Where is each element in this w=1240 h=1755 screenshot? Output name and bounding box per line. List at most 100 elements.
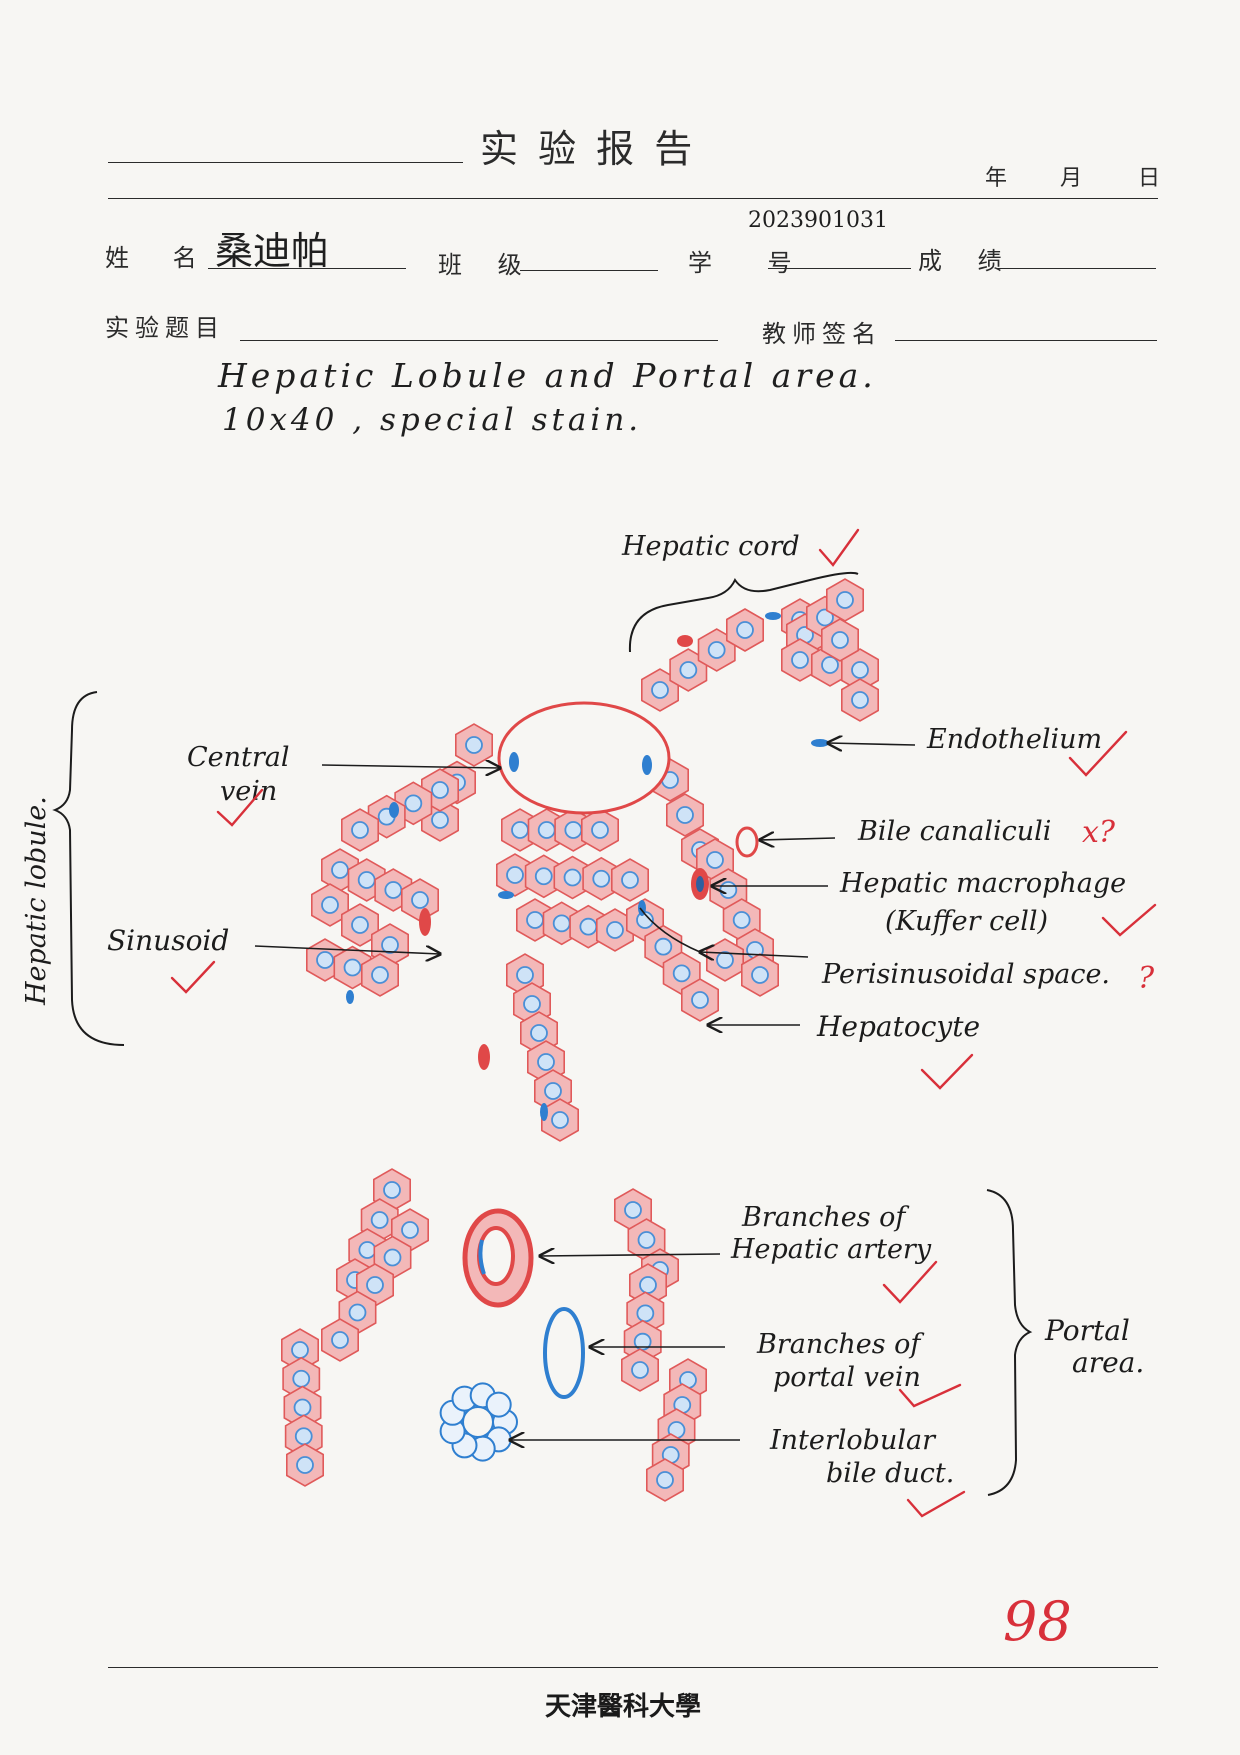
topic-label: 实验题目 bbox=[105, 314, 225, 342]
label-portal-area-2: area. bbox=[1072, 1346, 1144, 1379]
name-label: 姓 名 bbox=[105, 244, 215, 272]
hepatocyte-nucleus bbox=[537, 821, 556, 839]
perisinusoidal-pointer bbox=[639, 907, 701, 953]
kupffer-cell bbox=[419, 908, 431, 936]
label-central-vein-1: Central bbox=[187, 742, 290, 773]
hepatocyte-nucleus bbox=[383, 1181, 401, 1199]
endothelial-nucleus bbox=[389, 802, 399, 818]
hepatocyte-nucleus bbox=[716, 951, 734, 969]
hepatocyte-nucleus bbox=[736, 621, 754, 639]
hepatocyte-nucleus bbox=[691, 991, 709, 1009]
hepatocyte-nucleus bbox=[351, 916, 369, 934]
title-left-rule bbox=[108, 162, 463, 163]
hepatocyte-nucleus bbox=[732, 911, 751, 929]
label-macrophage-1: Hepatic macrophage bbox=[839, 868, 1126, 899]
hepatocyte-nucleus bbox=[294, 1427, 313, 1446]
hepatocyte-nucleus bbox=[357, 871, 376, 889]
check-mark bbox=[906, 1490, 966, 1518]
arrow-perisinusoidal bbox=[700, 952, 809, 957]
endothelial-nucleus bbox=[811, 739, 829, 747]
hepatocyte-nucleus bbox=[370, 1211, 389, 1229]
hepatocyte-nucleus bbox=[552, 914, 571, 933]
hepatic-lobule-brace bbox=[52, 691, 125, 1046]
hepatocyte-cells bbox=[280, 578, 880, 1502]
interlobular-bile-duct bbox=[439, 1382, 518, 1462]
date-day-label: 日 bbox=[1138, 166, 1161, 191]
topic-rule bbox=[240, 340, 718, 341]
label-hepatocyte: Hepatocyte bbox=[816, 1010, 980, 1043]
label-hepatic-artery-1: Branches of bbox=[741, 1202, 909, 1233]
check-mark bbox=[170, 960, 216, 994]
label-hepatic-artery-2: Hepatic artery bbox=[730, 1234, 932, 1265]
hepatocyte-nucleus bbox=[591, 821, 609, 839]
hepatocyte-nucleus bbox=[530, 1024, 548, 1042]
label-hepatic-lobule: Hepatic lobule. bbox=[21, 796, 52, 1006]
header-full-rule bbox=[108, 198, 1158, 199]
label-bile-canaliculi: Bile canaliculi bbox=[857, 816, 1051, 847]
class-label: 班 级 bbox=[438, 251, 536, 279]
label-bile-duct-2: bile duct. bbox=[826, 1458, 954, 1489]
hepatocyte-nucleus bbox=[676, 806, 694, 824]
label-sinusoid: Sinusoid bbox=[107, 924, 229, 957]
hepatocyte-nucleus bbox=[331, 1331, 349, 1349]
hepatocyte-nucleus bbox=[606, 921, 624, 939]
check-mark bbox=[920, 1053, 974, 1090]
label-endothelium: Endothelium bbox=[926, 724, 1102, 755]
endothelium-nucleus bbox=[642, 755, 652, 775]
endothelial-nucleus bbox=[540, 1103, 548, 1121]
hepatocyte-nucleus bbox=[331, 861, 349, 879]
hepatocyte-nucleus bbox=[321, 896, 339, 914]
hepatocyte-nucleus bbox=[706, 851, 724, 869]
hepatocyte-nucleus bbox=[465, 736, 483, 754]
hepatocyte-nucleus bbox=[348, 1303, 367, 1322]
mark-perisinusoidal: ? bbox=[1138, 961, 1155, 996]
hepatocyte-nucleus bbox=[751, 966, 769, 984]
bile-duct-lumen bbox=[462, 1406, 494, 1438]
grade: 98 bbox=[1003, 1590, 1072, 1653]
class-rule bbox=[520, 270, 658, 271]
hepatocyte-nucleus bbox=[579, 917, 598, 936]
hepatocyte-nucleus bbox=[654, 937, 673, 956]
hepatocyte-nucleus bbox=[316, 951, 334, 969]
score-label: 成 绩 bbox=[918, 247, 1016, 275]
hepatocyte-nucleus bbox=[534, 867, 553, 886]
student-id-label: 学 号 bbox=[688, 249, 816, 277]
hepatocyte-nucleus bbox=[707, 641, 726, 659]
topic-line-2: 10x40 , special stain. bbox=[222, 402, 643, 438]
hepatocyte-nucleus bbox=[526, 911, 544, 929]
bile-duct-cell bbox=[485, 1391, 512, 1418]
hepatocyte-nucleus bbox=[411, 891, 429, 909]
hepatocyte-nucleus bbox=[404, 794, 423, 813]
score-rule bbox=[996, 268, 1156, 269]
mark-bile-canaliculi: x? bbox=[1082, 815, 1116, 850]
hepatocyte-nucleus bbox=[651, 681, 669, 699]
hepatocyte-nucleus bbox=[821, 656, 839, 674]
student-id-rule bbox=[768, 268, 911, 269]
footer-rule bbox=[108, 1667, 1158, 1668]
hepatocyte-nucleus bbox=[592, 869, 611, 888]
hepatocyte-nucleus bbox=[544, 1082, 562, 1100]
endothelial-nucleus bbox=[346, 990, 354, 1004]
central-vein bbox=[497, 701, 671, 815]
topic-line-1: Hepatic Lobule and Portal area. bbox=[218, 356, 877, 395]
portal-area-brace bbox=[986, 1189, 1033, 1496]
hepatocyte-nucleus bbox=[836, 591, 854, 609]
date-month-label: 月 bbox=[1060, 166, 1083, 191]
hepatocyte-nucleus bbox=[636, 1304, 655, 1323]
arrow-bile-canaliculi bbox=[760, 838, 836, 840]
label-perisinusoidal: Perisinusoidal space. bbox=[821, 959, 1110, 990]
label-portal-vein-2: portal vein bbox=[773, 1362, 921, 1393]
hepatocyte-nucleus bbox=[564, 821, 583, 839]
hepatocyte-nucleus bbox=[351, 821, 369, 839]
name-rule bbox=[208, 268, 406, 269]
check-mark bbox=[898, 1383, 962, 1408]
teacher-label: 教师签名 bbox=[762, 320, 882, 348]
hepatocyte-nucleus bbox=[296, 1456, 314, 1474]
check-mark bbox=[882, 1260, 938, 1304]
hepatocyte-nucleus bbox=[637, 1231, 656, 1249]
kupffer-cell bbox=[677, 635, 693, 647]
check-mark bbox=[1101, 903, 1157, 937]
hepatocyte-nucleus bbox=[381, 936, 399, 954]
hepatocyte-nucleus bbox=[343, 958, 362, 977]
